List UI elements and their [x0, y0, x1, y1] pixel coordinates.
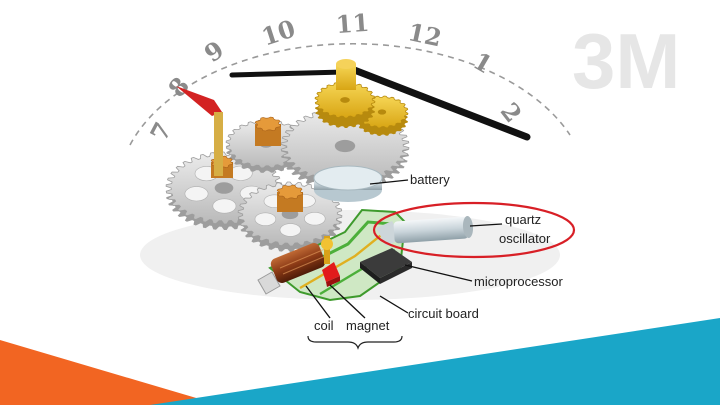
pinion-upper [254, 116, 282, 146]
gear-middle [237, 181, 343, 252]
corner-accent-cyan [150, 318, 720, 405]
pinion-middle [276, 184, 304, 212]
leader-lines [305, 179, 503, 319]
second-hand [176, 86, 222, 116]
dial-number-11: 11 [335, 8, 370, 39]
quartz-oscillator-part [376, 216, 474, 246]
second-hand-shaft [214, 112, 223, 176]
coil-part [257, 243, 329, 295]
hour-hand [229, 69, 347, 78]
label-microprocessor: microprocessor [474, 274, 564, 289]
battery-cell [313, 165, 383, 202]
dial-number-10: 10 [258, 14, 299, 52]
highlight-ellipse [372, 201, 576, 259]
label-magnet: magnet [346, 318, 390, 333]
coil-magnet-bracket [307, 335, 403, 350]
label-quartz: quartz [505, 212, 541, 227]
label-circuit-board: circuit board [408, 306, 479, 321]
dial-number-12: 12 [406, 17, 445, 52]
watermark-logo: 3M [572, 17, 680, 105]
dial-number-7: 7 [144, 117, 177, 145]
minute-hand [340, 62, 531, 141]
dial-number-9: 9 [199, 35, 229, 68]
dial-number-1: 1 [468, 46, 497, 79]
clock-hands [176, 59, 531, 176]
gear-gold-front [314, 81, 376, 128]
gear-train [165, 81, 410, 252]
corner-accent-orange [0, 340, 220, 405]
dial-number-8: 8 [162, 71, 195, 102]
microprocessor-chip [360, 248, 412, 284]
label-battery: battery [410, 172, 450, 187]
hand-shaft [336, 64, 356, 90]
label-oscillator: oscillator [499, 231, 551, 246]
label-coil: coil [314, 318, 334, 333]
magnet-part [321, 236, 340, 287]
dial-arc [129, 42, 571, 146]
